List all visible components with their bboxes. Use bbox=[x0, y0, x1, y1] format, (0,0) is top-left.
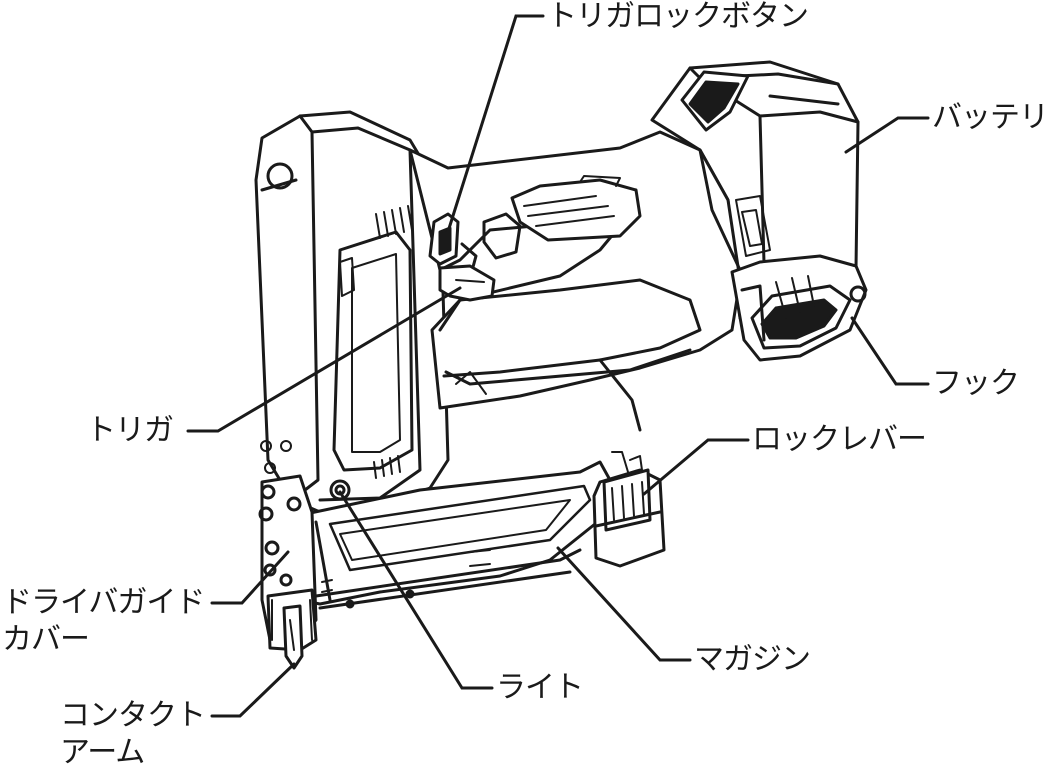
contact-arm-label-line2: アーム bbox=[60, 735, 145, 770]
magazine-label: マガジン bbox=[694, 642, 811, 677]
lock-lever-label: ロックレバー bbox=[752, 422, 927, 457]
trigger-label: トリガ bbox=[86, 413, 174, 448]
housing-shape bbox=[254, 110, 450, 514]
driver-guide-cover-label-line1: ドライバガイド bbox=[2, 585, 205, 620]
hook-shape bbox=[730, 254, 868, 362]
handle-shape bbox=[408, 130, 771, 432]
contact-arm-label-line1: コンタクト bbox=[60, 698, 206, 733]
leader-light bbox=[338, 490, 494, 690]
leader-trigger-lock-button bbox=[444, 14, 545, 240]
battery-label: バッテリ bbox=[932, 100, 1049, 135]
driver-guide-cover-label-line2: カバー bbox=[2, 622, 90, 657]
hook-label: フック bbox=[932, 366, 1020, 401]
light-label: ライト bbox=[496, 670, 584, 705]
lock-lever-shape bbox=[592, 451, 666, 568]
leader-driver-guide-cover bbox=[210, 550, 290, 605]
leader-hook bbox=[850, 316, 930, 386]
nose-shape bbox=[258, 474, 318, 670]
leader-magazine bbox=[556, 546, 692, 662]
leader-battery bbox=[844, 116, 930, 154]
leader-trigger bbox=[186, 286, 462, 433]
trigger-lock-button-label: トリガロックボタン bbox=[547, 0, 809, 34]
leader-lock-lever bbox=[642, 438, 750, 496]
leader-contact-arm bbox=[210, 662, 296, 718]
